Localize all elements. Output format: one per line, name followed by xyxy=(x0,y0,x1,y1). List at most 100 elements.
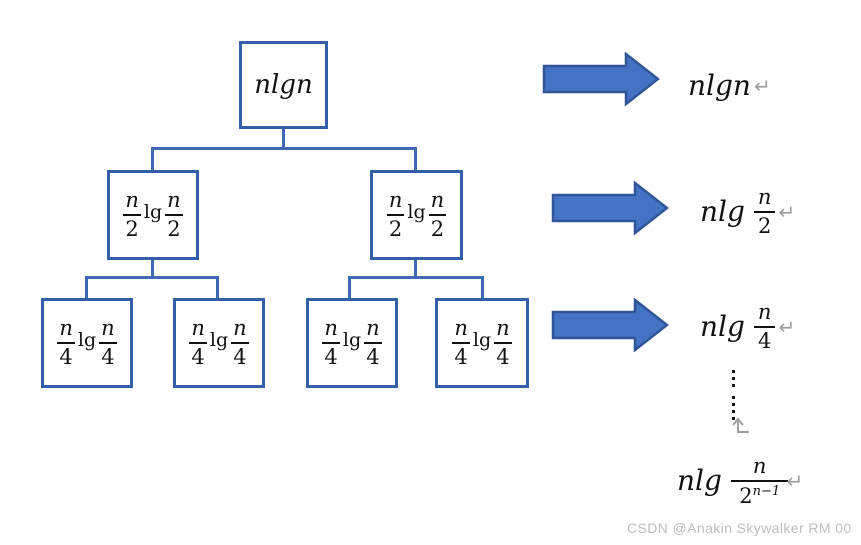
return-mark-icon: ↵ xyxy=(778,200,796,224)
root-formula: nlgn xyxy=(254,70,313,100)
fraction-numerator: n xyxy=(753,187,776,213)
ellipsis-dot xyxy=(732,384,735,387)
fraction-numerator: n xyxy=(57,318,75,344)
level2-arrow-icon xyxy=(551,181,669,235)
cost-formula: nlg xyxy=(700,310,745,343)
level3-arrow-icon xyxy=(551,298,669,352)
ellipsis-dot xyxy=(732,377,735,380)
fraction-denominator: 4 xyxy=(366,345,380,369)
vertical-ellipsis-icon xyxy=(732,370,735,420)
cost-formula: nlg xyxy=(677,464,722,497)
level1-arrow-icon xyxy=(542,52,660,106)
return-mark-icon: ↵ xyxy=(753,74,771,98)
fraction-denominator: 4 xyxy=(496,345,510,369)
fraction-numerator: n xyxy=(452,318,470,344)
log-operator: lg xyxy=(209,328,229,351)
continuation-return-icon xyxy=(732,417,749,433)
fraction-numerator: n xyxy=(364,318,382,344)
watermark: CSDN @Anakin Skywalker RM 00 xyxy=(627,520,852,536)
fraction-numerator: n xyxy=(753,302,776,328)
fraction-denominator: 4 xyxy=(191,345,205,369)
log-operator: lg xyxy=(472,328,492,351)
fraction-denominator: 4 xyxy=(101,345,115,369)
log-operator: lg xyxy=(407,200,426,223)
tree-connector xyxy=(414,257,417,278)
level1-cost-label: nlgn↵ xyxy=(688,70,771,102)
tree-node-root: nlgn xyxy=(239,41,328,129)
ellipsis-dot xyxy=(732,417,735,420)
tree-connector xyxy=(414,147,417,172)
fraction-denominator: 4 xyxy=(758,329,772,353)
fraction-numerator: n xyxy=(322,318,340,344)
fraction-numerator: n xyxy=(189,318,207,344)
cost-formula: nlg xyxy=(700,195,745,228)
fraction-numerator: n xyxy=(99,318,117,344)
tree-connector xyxy=(216,276,219,300)
cost-formula: nlgn xyxy=(688,69,751,102)
tree-connector xyxy=(348,276,484,279)
ellipsis-dot xyxy=(732,396,735,399)
fraction-denominator: 2 xyxy=(758,214,772,238)
fraction-denominator: 2 xyxy=(167,217,181,241)
fraction-denominator: 4 xyxy=(233,345,247,369)
return-mark-icon: ↵ xyxy=(778,315,796,339)
fraction-numerator: n xyxy=(428,190,447,216)
tree-connector xyxy=(85,276,88,300)
fraction-denominator: 2 xyxy=(125,217,139,241)
tree-connector xyxy=(151,147,154,172)
log-operator: lg xyxy=(143,200,163,223)
fraction-denominator: 2n−1 xyxy=(739,482,780,507)
denominator-exponent: n−1 xyxy=(752,483,781,499)
tree-connector xyxy=(348,276,351,300)
fraction-denominator: 4 xyxy=(324,345,338,369)
fraction-numerator: n xyxy=(165,190,183,216)
fraction-denominator: 4 xyxy=(59,345,73,369)
fraction-numerator: n xyxy=(386,190,405,216)
ellipsis-dot xyxy=(732,370,735,373)
tree-connector xyxy=(85,276,219,279)
return-mark-icon: ↵ xyxy=(786,469,804,493)
fraction-denominator: 4 xyxy=(454,345,468,369)
fraction-denominator: 2 xyxy=(430,217,445,241)
tree-connector xyxy=(282,128,285,149)
fraction-denominator: 2 xyxy=(388,217,403,241)
fraction-numerator: n xyxy=(123,190,141,216)
fraction-numerator: n xyxy=(730,455,789,482)
ellipsis-dot xyxy=(732,403,735,406)
ellipsis-dot-group xyxy=(732,370,735,387)
fraction-numerator: n xyxy=(494,318,512,344)
tree-connector xyxy=(151,147,417,150)
ellipsis-dot xyxy=(732,410,735,413)
tree-connector xyxy=(481,276,484,300)
ellipsis-dot-group xyxy=(732,396,735,420)
